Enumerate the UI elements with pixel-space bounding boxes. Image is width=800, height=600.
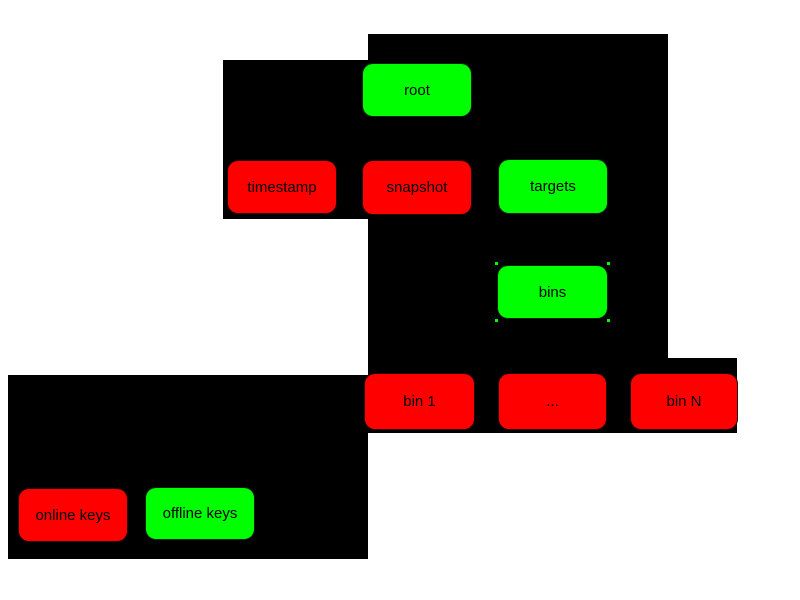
legend-offline-keys-label: offline keys bbox=[162, 505, 238, 522]
node-timestamp-label: timestamp bbox=[247, 178, 317, 196]
corner-speck bbox=[495, 262, 498, 265]
legend-online-keys-label: online keys bbox=[35, 506, 111, 524]
corner-speck bbox=[495, 319, 498, 322]
legend-online-keys: online keys bbox=[18, 488, 128, 542]
node-bins-label: bins bbox=[538, 283, 567, 301]
node-timestamp: timestamp bbox=[227, 160, 337, 214]
node-bins: bins bbox=[495, 262, 610, 322]
node-bin-1-label: bin 1 bbox=[403, 393, 436, 410]
node-bin-n-label: bin N bbox=[666, 393, 702, 410]
node-snapshot: snapshot bbox=[362, 160, 472, 215]
node-root: root bbox=[362, 63, 472, 117]
corner-speck bbox=[607, 262, 610, 265]
node-bin-ellipsis-label: ... bbox=[546, 393, 559, 410]
legend-offline-keys: offline keys bbox=[145, 487, 255, 540]
node-targets-label: targets bbox=[530, 178, 576, 195]
node-bin-ellipsis: ... bbox=[498, 373, 607, 430]
node-bin-1: bin 1 bbox=[364, 373, 475, 430]
corner-speck bbox=[607, 319, 610, 322]
node-snapshot-label: snapshot bbox=[386, 179, 448, 196]
node-root-label: root bbox=[404, 81, 430, 99]
node-targets: targets bbox=[498, 159, 608, 214]
node-bin-n: bin N bbox=[630, 373, 738, 430]
